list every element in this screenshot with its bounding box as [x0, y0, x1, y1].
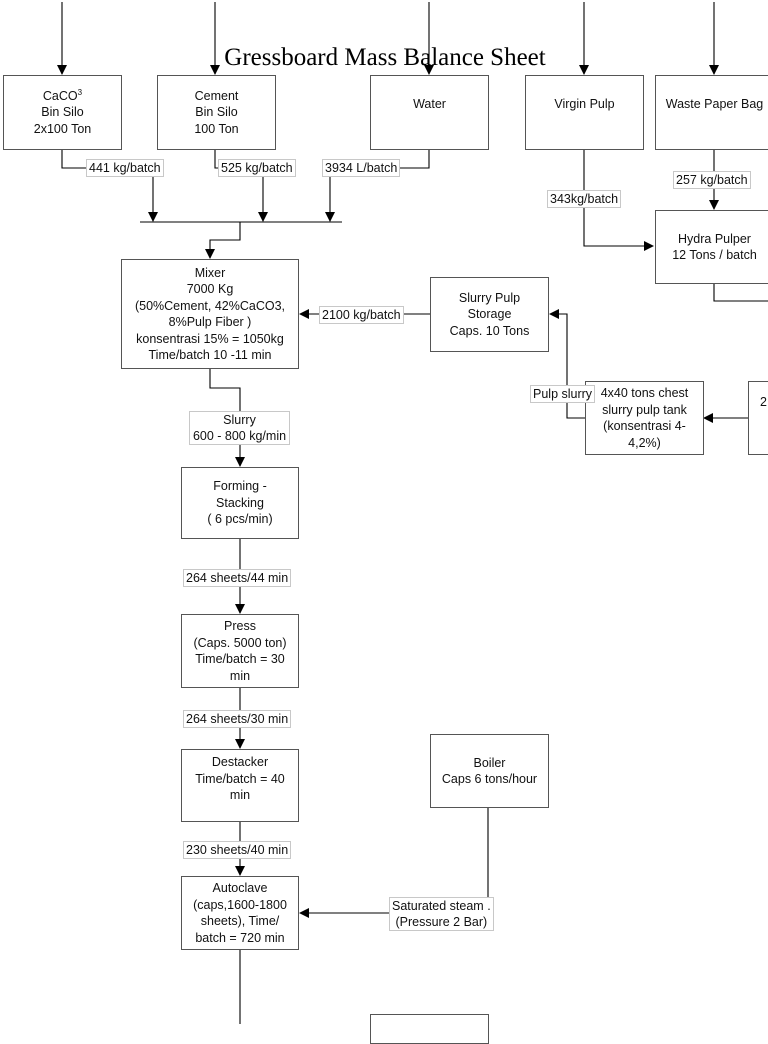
autoclave-capacity: (caps,1600-1800 — [193, 897, 287, 912]
autoclave-sheets: sheets), Time/ — [200, 914, 280, 928]
destacker-time: Time/batch = 40 — [195, 771, 285, 786]
press-name: Press — [224, 619, 256, 633]
hydra-pulper-capacity: 12 Tons / batch — [672, 248, 757, 262]
caco3-name: CaCO3 — [42, 87, 83, 103]
forming-rate: ( 6 pcs/min) — [207, 512, 273, 527]
storage-name-2: Storage — [467, 307, 512, 322]
boiler-box: Boiler Caps 6 tons/hour — [430, 734, 549, 808]
hydra-pulper-box: Hydra Pulper 12 Tons / batch — [655, 210, 768, 284]
storage-capacity: Caps. 10 Tons — [449, 323, 530, 338]
hydra-pulper-name: Hydra Pulper — [678, 231, 751, 246]
mixer-concentration: konsentrasi 15% = 1050kg — [136, 331, 284, 346]
autoclave-box: Autoclave (caps,1600-1800 sheets), Time/… — [181, 876, 299, 950]
flow-label-pulp-slurry: Pulp slurry — [530, 385, 596, 403]
cement-type: Bin Silo — [195, 105, 238, 120]
forming-line-2: Stacking — [216, 495, 264, 510]
partial-right-box: 2 — [748, 381, 768, 455]
connector-hydra-out — [713, 284, 768, 302]
slurry-label-line2: 600 - 800 kg/min — [192, 429, 287, 443]
destacker-name: Destacker — [211, 755, 269, 769]
flow-label-slurry: Slurry 600 - 800 kg/min — [189, 411, 290, 445]
partial-bottom-box — [370, 1014, 489, 1044]
cement-name: Cement — [194, 88, 239, 103]
press-time-unit: min — [229, 668, 251, 683]
cement-capacity: 100 Ton — [194, 121, 239, 136]
steam-label-line2: (Pressure 2 Bar) — [395, 915, 488, 929]
virgin-pulp-label: Virgin Pulp — [554, 97, 615, 111]
waste-paper-label: Waste Paper Bag — [665, 97, 764, 111]
destacker-box: Destacker Time/batch = 40 min — [181, 749, 299, 822]
slurry-label-line1: Slurry — [223, 413, 256, 427]
water-box: Water — [370, 75, 489, 150]
flow-label-press-to-destacker: 264 sheets/30 min — [183, 710, 292, 728]
flow-label-caco3: 441 kg/batch — [86, 159, 164, 177]
chest-slurry-tank-box: 4x40 tons chest slurry pulp tank (konsen… — [585, 381, 704, 455]
chest-line-1: 4x40 tons chest — [600, 386, 689, 400]
flow-label-virgin-pulp: 343kg/batch — [547, 190, 622, 208]
press-time: Time/batch = 30 — [195, 652, 285, 666]
steam-label-line1: Saturated steam . — [392, 899, 491, 913]
mixer-pulp-fiber: 8%Pulp Fiber ) — [168, 315, 252, 329]
caco3-capacity: 2x100 Ton — [33, 121, 92, 136]
mixer-name: Mixer — [194, 265, 226, 280]
cement-bin-silo-box: Cement Bin Silo 100 Ton — [157, 75, 276, 150]
diagram-title: Gressboard Mass Balance Sheet — [224, 44, 546, 71]
press-box: Press (Caps. 5000 ton) Time/batch = 30 m… — [181, 614, 299, 688]
boiler-capacity: Caps 6 tons/hour — [441, 772, 538, 786]
storage-name-1: Slurry Pulp — [458, 290, 521, 305]
flow-label-waste-paper: 257 kg/batch — [673, 171, 751, 189]
mixer-composition: (50%Cement, 42%CaCO3, — [134, 298, 286, 313]
chest-line-2: slurry pulp tank — [602, 402, 687, 417]
destacker-time-unit: min — [229, 788, 251, 802]
partial-right-text: 2 — [760, 395, 767, 409]
mixer-time: Time/batch 10 -11 min — [148, 348, 272, 362]
flow-label-cement: 525 kg/batch — [218, 159, 296, 177]
virgin-pulp-box: Virgin Pulp — [525, 75, 644, 150]
flow-label-storage-to-mixer: 2100 kg/batch — [319, 306, 404, 324]
autoclave-time: batch = 720 min — [195, 930, 285, 945]
connector-chest-to-storage — [549, 309, 585, 419]
chest-line-3: (konsentrasi 4- — [603, 419, 686, 433]
water-label: Water — [413, 97, 446, 111]
caco3-bin-silo-box: CaCO3 Bin Silo 2x100 Ton — [3, 75, 122, 150]
press-capacity: (Caps. 5000 ton) — [193, 635, 287, 650]
caco3-type: Bin Silo — [41, 105, 84, 120]
mixer-box: Mixer 7000 Kg (50%Cement, 42%CaCO3, 8%Pu… — [121, 259, 299, 369]
flow-label-steam: Saturated steam . (Pressure 2 Bar) — [389, 897, 494, 931]
mixer-capacity: 7000 Kg — [186, 282, 234, 296]
slurry-pulp-storage-box: Slurry Pulp Storage Caps. 10 Tons — [430, 277, 549, 352]
flow-label-destacker-to-autoclave: 230 sheets/40 min — [183, 841, 292, 859]
connector-collector-to-mixer — [205, 222, 241, 259]
waste-paper-bag-box: Waste Paper Bag — [655, 75, 768, 150]
chest-line-4: 4,2%) — [628, 435, 661, 450]
boiler-name: Boiler — [473, 755, 506, 770]
autoclave-name: Autoclave — [212, 881, 268, 895]
forming-stacking-box: Forming - Stacking ( 6 pcs/min) — [181, 467, 299, 539]
flow-label-water: 3934 L/batch — [322, 159, 401, 177]
forming-line-1: Forming - — [213, 479, 267, 494]
flow-label-forming-to-press: 264 sheets/44 min — [183, 569, 292, 587]
connector-virgin-pulp-to-hydra — [583, 150, 654, 251]
